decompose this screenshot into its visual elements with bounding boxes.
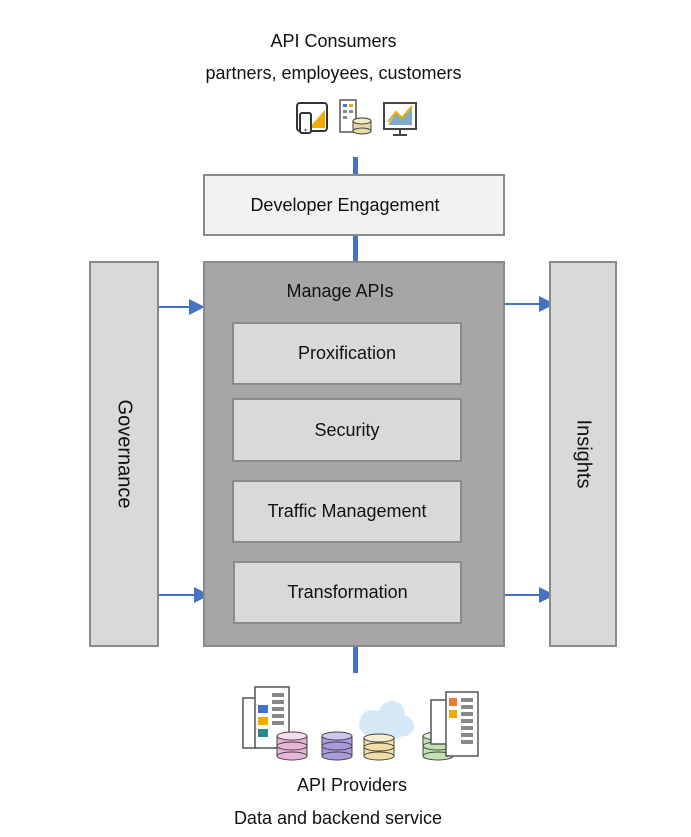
manage-apis-title: Manage APIs (286, 281, 394, 301)
building-icon (242, 686, 290, 749)
transformation-box: Transformation (233, 561, 462, 624)
providers-subtitle: Data and backend service (233, 808, 443, 828)
analytics-monitor-icon (383, 102, 417, 136)
connector-bottom (353, 647, 358, 673)
transformation-label: Transformation (287, 582, 408, 602)
governance-panel: Governance (89, 261, 159, 647)
cloud-database-icon (359, 701, 414, 761)
traffic-management-label: Traffic Management (267, 501, 427, 521)
providers-title: API Providers (296, 775, 408, 795)
consumers-title: API Consumers (270, 31, 397, 51)
database-pink-icon (276, 731, 308, 761)
traffic-management-box: Traffic Management (232, 480, 462, 543)
consumers-subtitle: partners, employees, customers (205, 63, 462, 83)
insights-panel: Insights (549, 261, 617, 647)
proxification-box: Proxification (232, 322, 462, 385)
developer-engagement-box: Developer Engagement (203, 174, 505, 236)
building-icon (430, 691, 479, 757)
connector-top (353, 157, 358, 175)
proxification-label: Proxification (297, 343, 397, 363)
building-database-icon (339, 99, 372, 135)
security-label: Security (314, 419, 380, 440)
connector-middle (353, 236, 358, 262)
database-purple-icon (321, 731, 353, 761)
developer-engagement-label: Developer Engagement (250, 194, 440, 215)
security-box: Security (232, 398, 462, 462)
mobile-tablet-icon (296, 102, 328, 134)
